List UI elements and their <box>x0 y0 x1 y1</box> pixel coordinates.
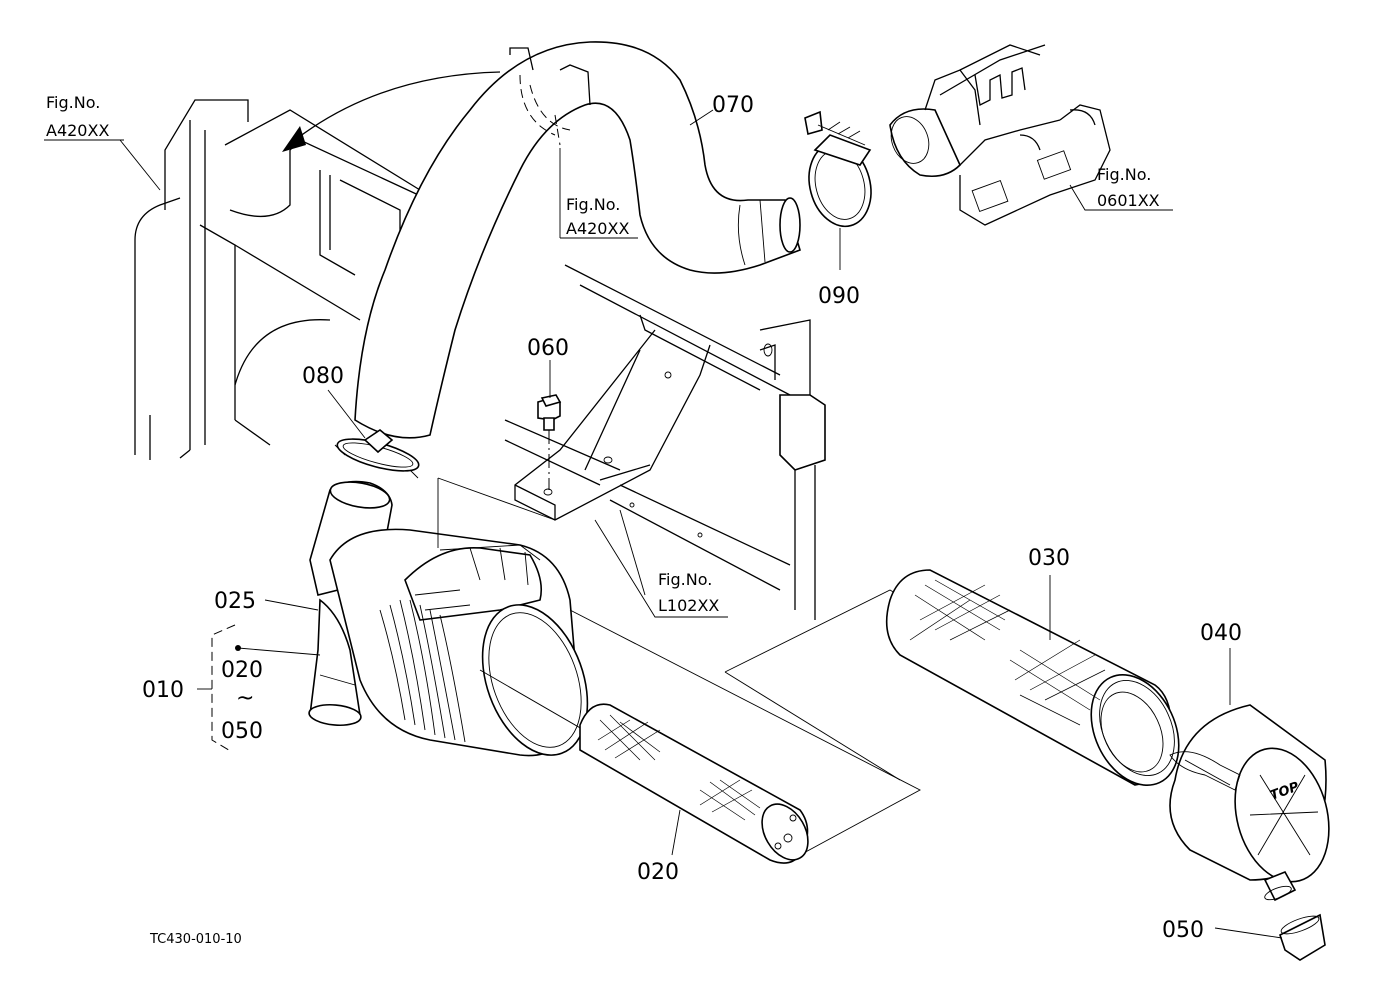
label-part-070: 070 <box>712 93 754 118</box>
label-range-end: 050 <box>221 719 263 744</box>
figure-ref-number: A420XX <box>566 219 629 238</box>
figure-ref-prefix: Fig.No. <box>46 93 100 112</box>
label-part-010: 010 <box>142 678 184 703</box>
figure-ref-top-left[interactable]: Fig.No. A420XX <box>44 93 124 141</box>
inner-filter-element-020 <box>579 703 809 864</box>
label-range-start: 020 <box>221 658 263 683</box>
label-part-030: 030 <box>1028 546 1070 571</box>
label-part-090: 090 <box>818 284 860 309</box>
drawing-code: TC430-010-10 <box>149 932 242 947</box>
support-bracket <box>504 264 826 620</box>
figure-ref-prefix: Fig.No. <box>566 195 620 214</box>
radiator-frame <box>134 99 441 460</box>
figure-ref-manifold[interactable]: Fig.No. 0601XX <box>1085 165 1173 211</box>
figure-ref-bracket[interactable]: Fig.No. L102XX <box>655 570 728 618</box>
figure-ref-prefix: Fig.No. <box>658 570 712 589</box>
label-part-060: 060 <box>527 336 569 361</box>
intake-hose-070 <box>354 41 801 439</box>
label-part-020: 020 <box>637 860 679 885</box>
label-range-separator: ~ <box>236 686 254 711</box>
label-part-050: 050 <box>1162 918 1204 943</box>
reference-dot <box>235 645 241 651</box>
label-part-040: 040 <box>1200 621 1242 646</box>
band-clamp-080 <box>334 429 420 479</box>
label-part-025: 025 <box>214 589 256 614</box>
figure-ref-number: A420XX <box>46 121 109 140</box>
bolt-060 <box>537 394 562 490</box>
figure-ref-pipe[interactable]: Fig.No. A420XX <box>560 195 638 239</box>
outer-filter-element-030 <box>885 569 1180 787</box>
figure-ref-number: L102XX <box>658 596 719 615</box>
vacuator-valve-050 <box>1279 913 1326 961</box>
figure-ref-number: 0601XX <box>1097 191 1160 210</box>
direction-arrow <box>282 71 501 152</box>
label-part-080: 080 <box>302 364 344 389</box>
hose-clamp-090 <box>804 110 872 228</box>
figure-ref-prefix: Fig.No. <box>1097 165 1151 184</box>
cover-cap-040: TOP <box>1169 704 1330 902</box>
exhaust-manifold <box>889 44 1111 226</box>
air-cleaner-housing-010 <box>308 477 1161 856</box>
